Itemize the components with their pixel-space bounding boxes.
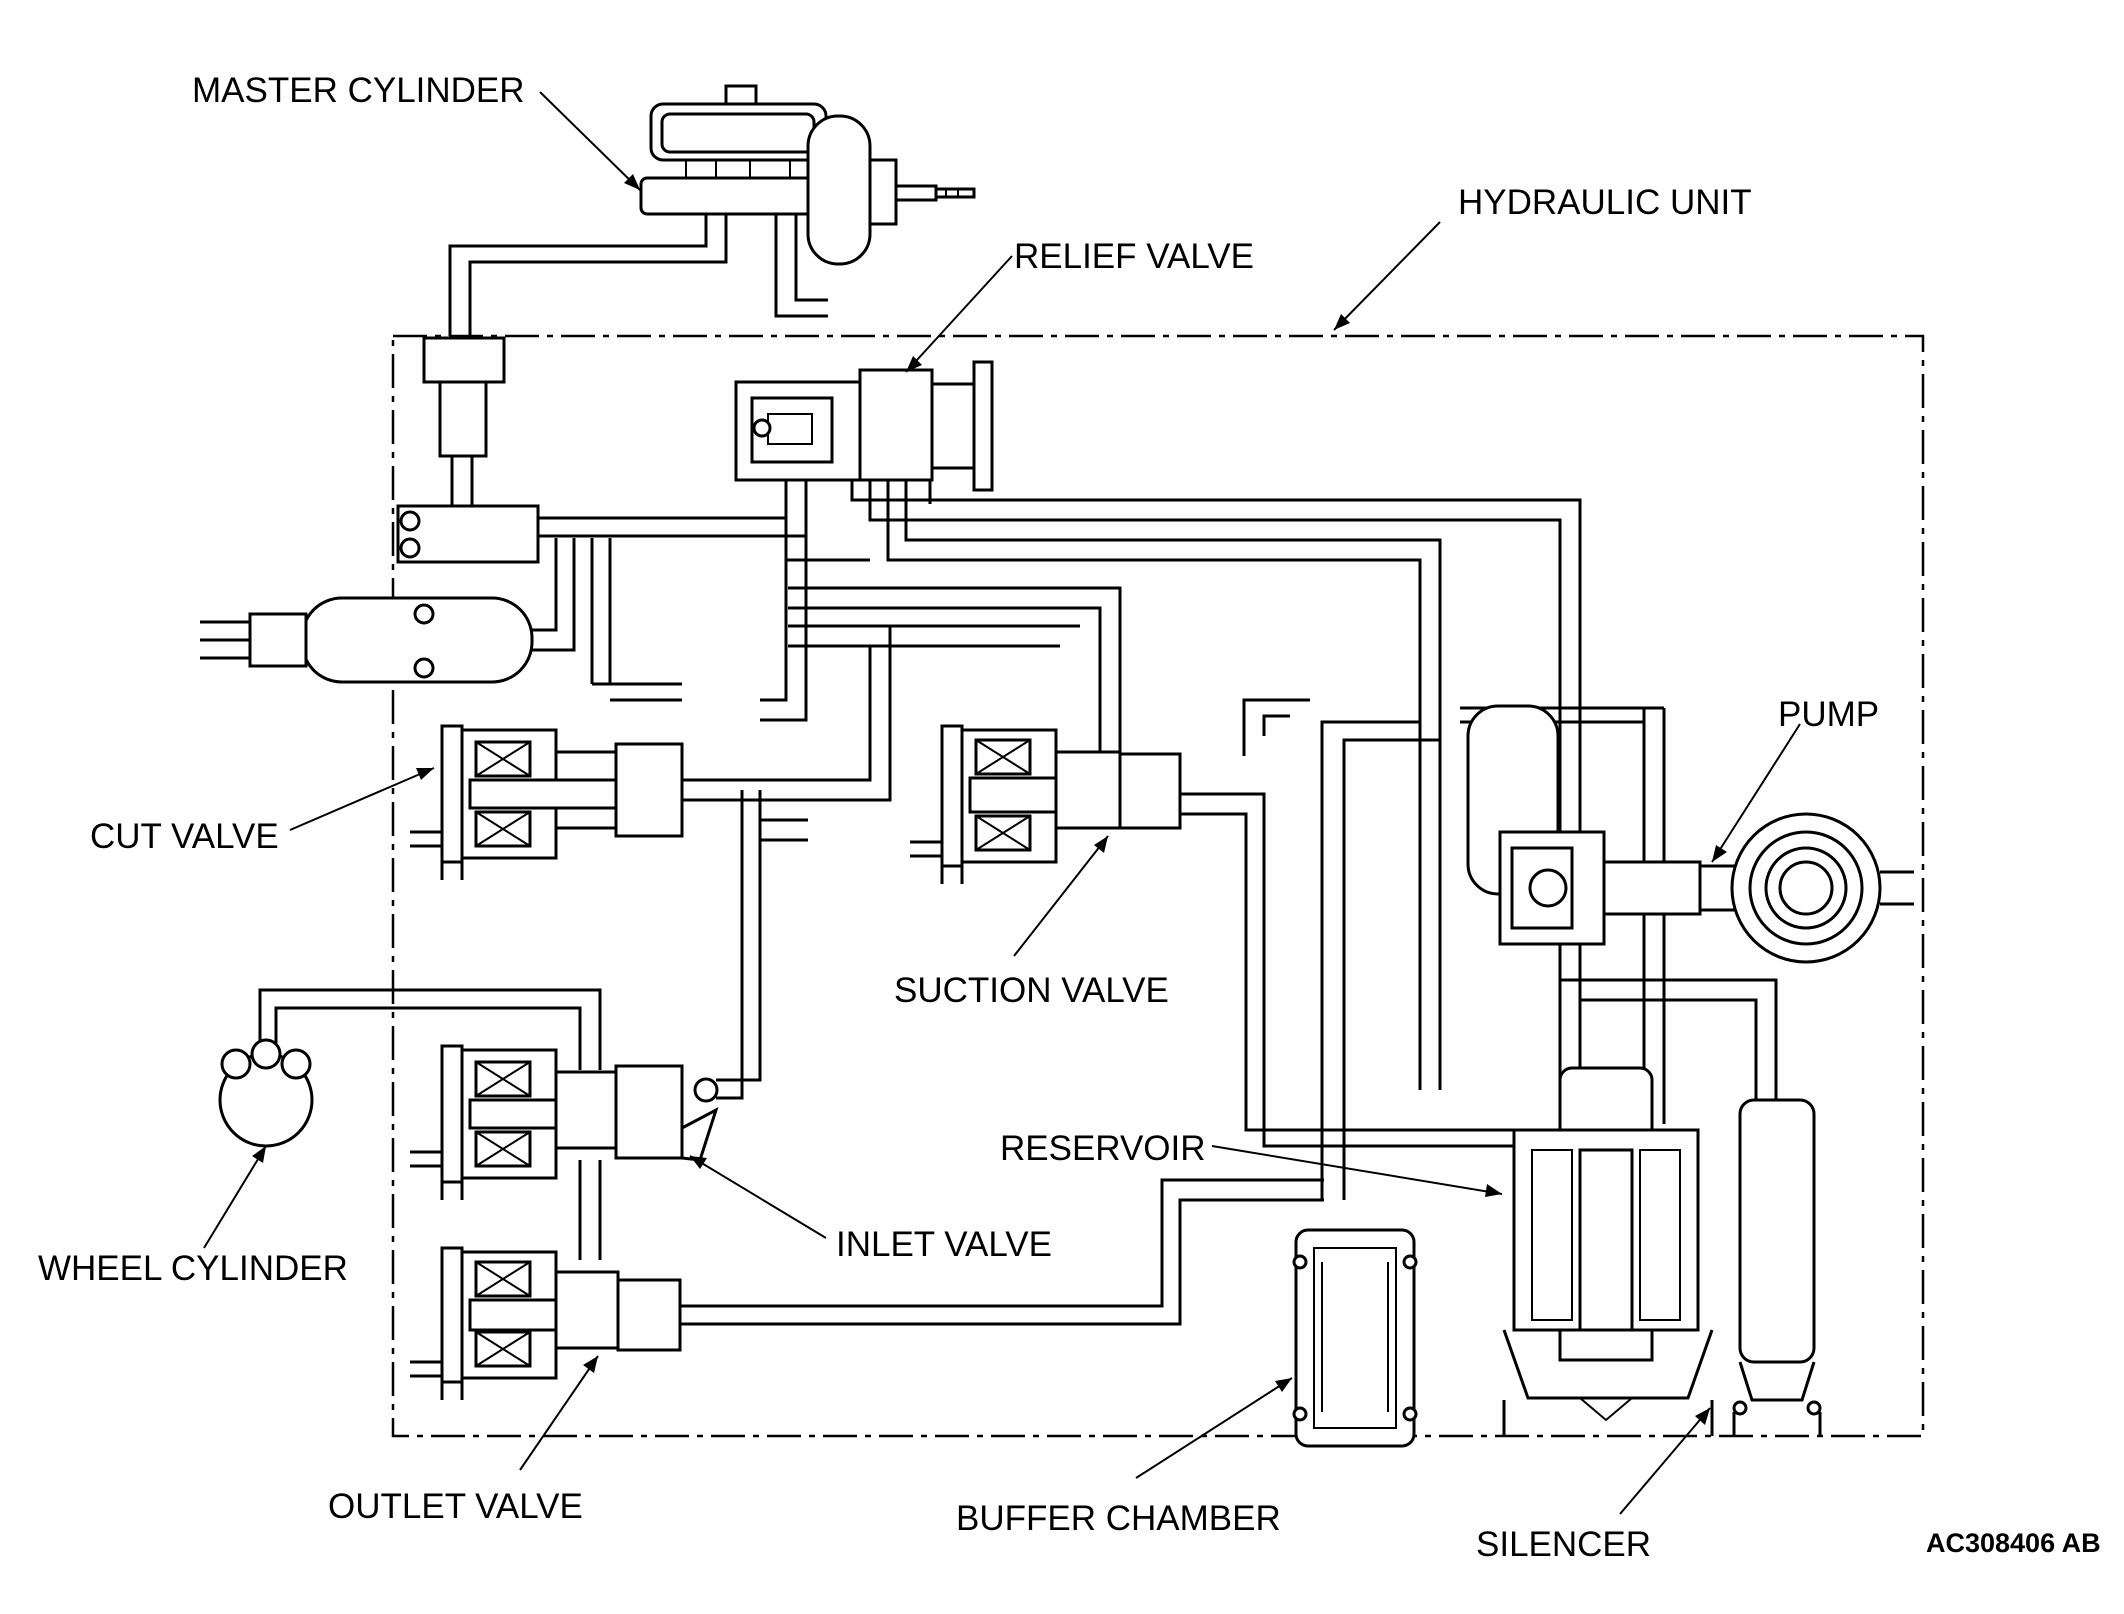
label-relief-valve: RELIEF VALVE (1014, 237, 1254, 276)
suction-valve-graphic (910, 724, 1182, 884)
label-suction-valve: SUCTION VALVE (894, 971, 1169, 1010)
pump-graphic (1466, 704, 1914, 964)
label-hydraulic-unit: HYDRAULIC UNIT (1458, 183, 1752, 222)
hydraulic-unit-boundary (391, 334, 1925, 1438)
label-cut-valve: CUT VALVE (90, 817, 279, 856)
master-cylinder-graphic (639, 84, 976, 266)
silencer-graphic (1732, 1098, 1822, 1436)
relief-valve-graphic (734, 360, 994, 492)
figure-code: AC308406 AB (1926, 1528, 2101, 1558)
wheel-cylinder-graphic (218, 1038, 314, 1148)
label-outlet-valve: OUTLET VALVE (328, 1487, 583, 1526)
label-silencer: SILENCER (1476, 1525, 1651, 1564)
inlet-valve-graphic (410, 1044, 719, 1200)
label-wheel-cylinder: WHEEL CYLINDER (38, 1249, 348, 1288)
label-inlet-valve: INLET VALVE (836, 1225, 1052, 1264)
cut-valve-graphic (410, 724, 684, 880)
buffer-chamber-graphic (1292, 1228, 1418, 1448)
label-pump: PUMP (1778, 695, 1879, 734)
reservoir-graphic (1502, 1066, 1714, 1436)
leader-arrows (203, 91, 1801, 1515)
label-buffer-chamber: BUFFER CHAMBER (956, 1499, 1281, 1538)
outlet-valve-graphic (410, 1246, 682, 1400)
label-reservoir: RESERVOIR (1000, 1129, 1206, 1168)
hydraulic-lines (200, 214, 1778, 1326)
label-master-cylinder: MASTER CYLINDER (192, 71, 525, 110)
